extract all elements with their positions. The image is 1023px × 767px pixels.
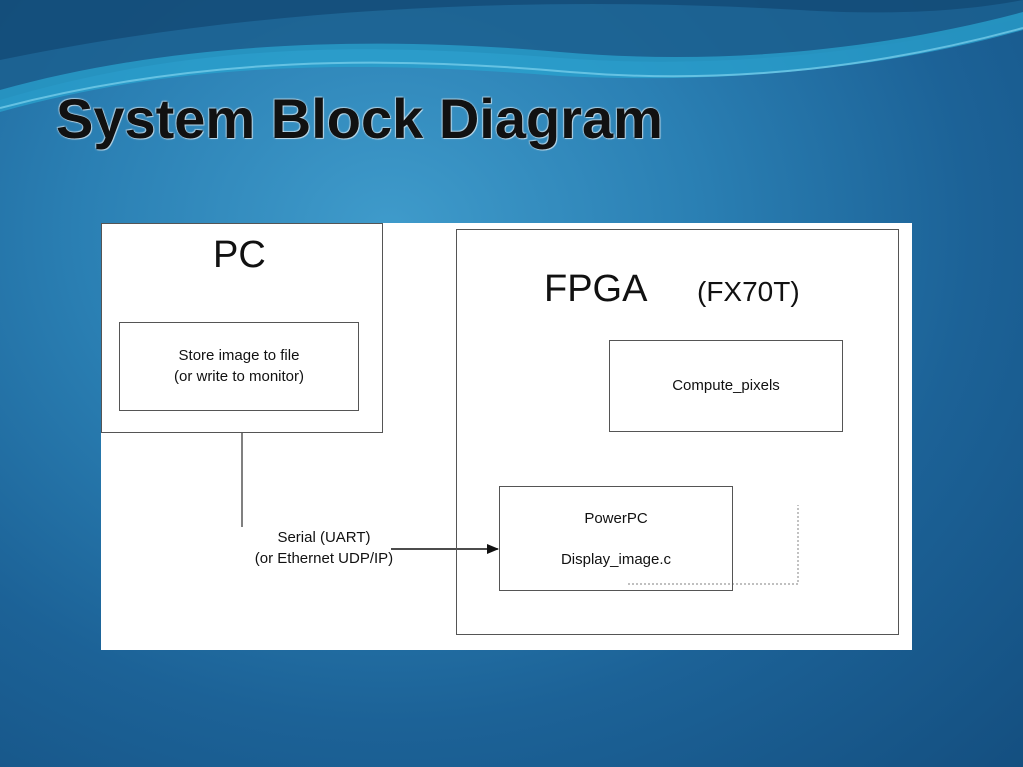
powerpc-block bbox=[499, 486, 733, 591]
pc-block bbox=[101, 223, 383, 433]
fpga-model-label: (FX70T) bbox=[697, 276, 800, 307]
fpga-block-title: FPGA bbox=[544, 268, 648, 310]
serial-link-line-1: Serial (UART) bbox=[277, 529, 371, 546]
diagram-connectors bbox=[241, 433, 799, 585]
display-image-label: Display_image.c bbox=[560, 551, 672, 568]
dotted-feedback-line bbox=[628, 505, 799, 585]
store-image-block bbox=[119, 322, 359, 411]
fpga-block bbox=[456, 229, 899, 635]
slide-title: System Block Diagram bbox=[56, 87, 663, 150]
block-diagram: PC Store image to file (or write to moni… bbox=[101, 223, 912, 650]
compute-pixels-label: Compute_pixels bbox=[672, 377, 780, 394]
store-image-line-2: (or write to monitor) bbox=[173, 368, 305, 385]
powerpc-label: PowerPC bbox=[584, 510, 648, 527]
compute-pixels-block bbox=[609, 340, 843, 432]
pc-block-title: PC bbox=[213, 234, 266, 276]
serial-link-label: Serial (UART) (or Ethernet UDP/IP) bbox=[219, 527, 429, 569]
header-wave-decoration bbox=[0, 0, 1023, 112]
store-image-label: Store image to file (or write to monitor… bbox=[119, 345, 359, 387]
serial-link-line-2: (or Ethernet UDP/IP) bbox=[254, 550, 394, 567]
store-image-line-1: Store image to file bbox=[178, 347, 300, 364]
